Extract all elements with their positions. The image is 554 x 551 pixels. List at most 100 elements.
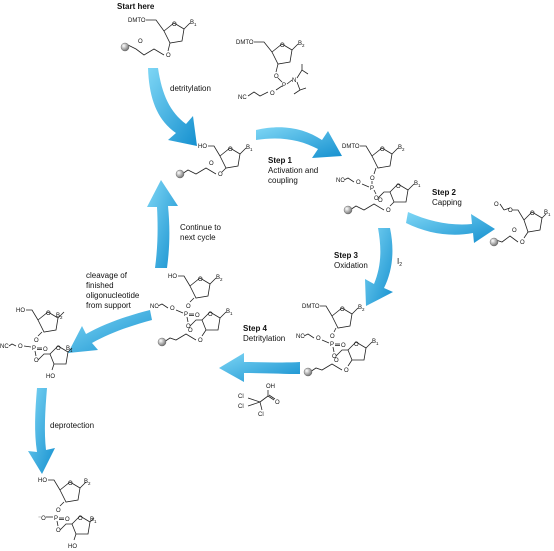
atom-o: O xyxy=(520,240,525,246)
molecule-deprotected: HO O B2 O P O ⁻O O O B1 HO xyxy=(38,478,97,550)
step1-line2: coupling xyxy=(268,176,298,185)
atom-b2: B2 xyxy=(298,41,305,48)
bond xyxy=(89,517,95,523)
bond xyxy=(347,359,353,367)
support-bead xyxy=(175,169,185,179)
arrow-step4 xyxy=(219,353,300,382)
bond xyxy=(37,331,43,337)
bond xyxy=(277,77,283,83)
bond xyxy=(407,183,415,191)
bond xyxy=(178,275,191,287)
atom-ho: HO xyxy=(168,274,177,280)
atom-o: O xyxy=(208,312,213,318)
bond xyxy=(351,307,359,315)
atom-ho: HO xyxy=(38,478,47,484)
captions: Start here detritylation Step 1 Activati… xyxy=(50,2,462,430)
atom-o: O xyxy=(508,208,513,214)
bond xyxy=(309,363,343,373)
atom-nc: NC xyxy=(0,344,9,350)
molecule-detritylated: HO O B1 O O xyxy=(175,144,253,179)
cleavage-line4: from support xyxy=(86,301,132,310)
bond xyxy=(79,481,87,489)
bond xyxy=(146,19,165,32)
bond xyxy=(275,63,279,73)
atom-o: O xyxy=(34,358,39,364)
atom-o: O xyxy=(374,196,379,202)
sugar-ring xyxy=(219,147,241,169)
bond xyxy=(208,145,221,157)
bond xyxy=(23,345,32,348)
atom-b2: B2 xyxy=(84,479,91,486)
atom-b1: B1 xyxy=(246,145,253,152)
sugar-ring xyxy=(37,311,59,333)
bond xyxy=(523,231,529,239)
atom-o: O xyxy=(494,202,499,208)
bond xyxy=(293,89,301,95)
atom-o: O xyxy=(340,307,345,313)
atom-p: P xyxy=(32,346,36,352)
detritylation-label: detritylation xyxy=(170,84,211,93)
atom-o: O xyxy=(198,277,203,283)
molecule-capped: O O O B1 O O xyxy=(489,202,551,247)
atom-o: O xyxy=(138,39,143,45)
atom-o: O xyxy=(332,354,337,360)
atom-o: O xyxy=(512,228,517,234)
sugar-ring xyxy=(189,277,211,299)
atom-o: O xyxy=(270,91,275,97)
arrow-step2 xyxy=(406,212,495,243)
bond xyxy=(495,235,519,243)
atom-o: O xyxy=(275,400,280,406)
bond xyxy=(221,167,227,173)
sugar-ring xyxy=(163,22,185,44)
bond xyxy=(189,319,202,327)
molecule-oxidized: DMTO O B2 O P O O NC O O B1 O O xyxy=(296,304,379,377)
bond xyxy=(181,167,217,175)
atom-o-minus: ⁻O xyxy=(38,516,46,522)
arrow-continue xyxy=(147,180,178,268)
atom-o: O xyxy=(68,481,73,487)
atom-o: O xyxy=(274,74,279,80)
atom-dmto: DMTO xyxy=(236,40,254,46)
atom-oh: OH xyxy=(266,384,275,390)
bond xyxy=(127,44,165,56)
bond xyxy=(349,203,385,211)
atom-o: O xyxy=(341,343,346,349)
start-label: Start here xyxy=(117,2,155,11)
bond xyxy=(377,191,390,199)
bond xyxy=(391,147,399,155)
atom-b2: B2 xyxy=(56,313,63,320)
step4-title: Step 4 xyxy=(243,324,268,333)
bond xyxy=(163,333,197,343)
bond xyxy=(361,183,370,188)
bond xyxy=(335,349,348,357)
bond xyxy=(499,203,505,211)
step1-line1: Activation and xyxy=(268,166,318,175)
bond xyxy=(73,533,77,541)
atom-o: O xyxy=(228,147,233,153)
support-bead xyxy=(489,237,499,247)
bond xyxy=(360,145,373,157)
arrow-step3 xyxy=(365,228,393,306)
atom-dmto: DMTO xyxy=(302,304,320,310)
bond xyxy=(189,297,195,303)
atom-b2: B2 xyxy=(398,145,405,152)
atom-o: O xyxy=(65,517,70,523)
bond xyxy=(209,277,217,285)
bond xyxy=(373,189,377,195)
step2-line1: Capping xyxy=(432,198,462,207)
atom-n: N xyxy=(292,78,296,84)
bond xyxy=(8,343,17,347)
atom-o: O xyxy=(344,368,349,374)
bond xyxy=(219,311,227,319)
step1-title: Step 1 xyxy=(268,156,293,165)
atom-dmto: DMTO xyxy=(128,18,146,24)
atom-o: O xyxy=(280,43,285,49)
atom-o: O xyxy=(186,304,191,310)
atom-nc: NC xyxy=(336,178,345,184)
bond xyxy=(303,333,315,339)
molecule-dinucleotide-support: HO O B2 O P O O NC O O B1 O O xyxy=(150,274,233,347)
sugar-ring xyxy=(71,515,91,535)
atom-o: O xyxy=(316,336,321,342)
atom-o: O xyxy=(56,508,61,514)
